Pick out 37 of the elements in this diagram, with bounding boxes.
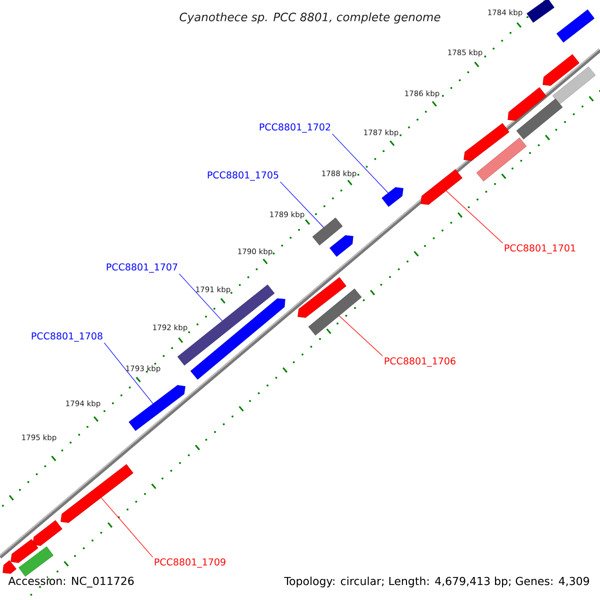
- title: Cyanothece sp. PCC 8801, complete genome: [180, 12, 440, 24]
- info-text: Topology: circular; Length: 4,679,413 bp; Genes: 4,309: [284, 576, 590, 588]
- gene-feature: [420, 169, 462, 205]
- gene-feature: [190, 298, 286, 380]
- gene-feature: [382, 187, 404, 207]
- info-text: Accession: NC_011726: [8, 576, 134, 588]
- leader-line: [338, 315, 384, 356]
- gene-feature: [508, 87, 546, 121]
- gene-feature: [526, 0, 554, 23]
- gene-feature: [60, 464, 134, 523]
- gene-label: PCC8801_1705: [208, 171, 278, 181]
- gene-label: PCC8801_1702: [260, 123, 330, 133]
- gene-feature: [476, 138, 527, 182]
- leader-line: [280, 182, 324, 228]
- gene-feature: [298, 277, 346, 318]
- gene-feature: [2, 560, 16, 574]
- gene-feature: [552, 66, 596, 104]
- leader-line: [446, 190, 504, 244]
- gene-feature: [32, 520, 62, 546]
- gene-label: PCC8801_1701: [504, 244, 576, 254]
- gene-label: PCC8801_1707: [106, 263, 178, 273]
- gene-feature: [516, 98, 563, 140]
- gene-feature: [542, 54, 580, 86]
- gene-feature: [308, 288, 362, 336]
- gene-feature: [330, 235, 354, 257]
- leader-line: [100, 497, 154, 558]
- gene-label: PCC8801_1708: [32, 332, 102, 342]
- gene-feature: [10, 539, 38, 563]
- gene-feature: [464, 123, 510, 161]
- gene-feature: [556, 9, 595, 43]
- gene-label: PCC8801_1709: [154, 558, 226, 568]
- gene-feature: [128, 385, 186, 431]
- gene-feature: [312, 218, 343, 246]
- leader-line: [104, 342, 154, 404]
- gene-label: PCC8801_1706: [384, 357, 456, 367]
- gene-feature: [18, 546, 54, 577]
- leader-line: [332, 134, 388, 194]
